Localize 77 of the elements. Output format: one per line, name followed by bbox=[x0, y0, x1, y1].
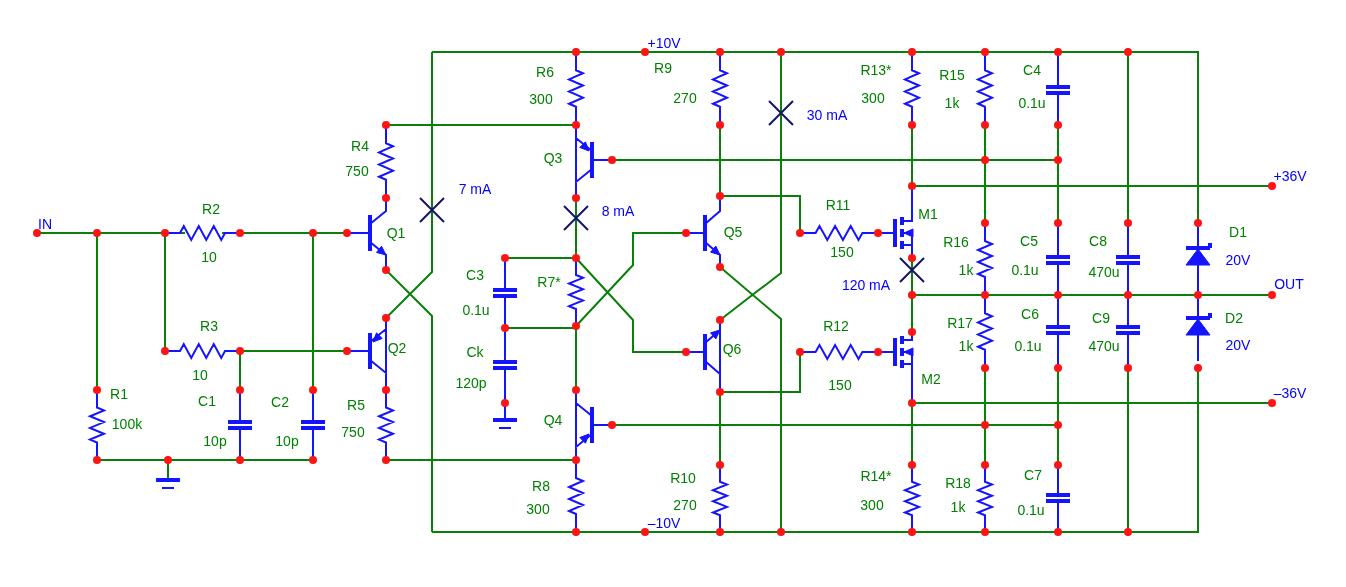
component-label: C3 bbox=[466, 268, 484, 282]
component-label: C1 bbox=[198, 394, 216, 408]
component-label: 470u bbox=[1088, 339, 1120, 353]
component-label: R11 bbox=[825, 198, 851, 212]
component-label: R1 bbox=[110, 387, 128, 401]
component-label: R5 bbox=[347, 398, 365, 412]
component-label: R6 bbox=[536, 65, 554, 79]
component-label: 8 mA bbox=[601, 204, 635, 218]
component-label: R3 bbox=[200, 319, 218, 333]
component-label: 30 mA bbox=[806, 108, 848, 122]
component-label: Q3 bbox=[543, 151, 563, 165]
component-label: M2 bbox=[921, 372, 941, 386]
component-label: 1k bbox=[958, 263, 974, 277]
component-label: R15 bbox=[939, 68, 965, 82]
component-label: 300 bbox=[860, 498, 884, 512]
component-label: 0.1u bbox=[1014, 339, 1042, 353]
component-label: IN bbox=[38, 217, 52, 231]
component-label: 300 bbox=[526, 502, 550, 516]
component-label: C5 bbox=[1020, 234, 1038, 248]
component-label: Q6 bbox=[722, 342, 742, 356]
component-label: –10V bbox=[647, 516, 681, 530]
component-label: R14* bbox=[860, 469, 892, 483]
component-label: 470u bbox=[1088, 265, 1120, 279]
component-label: Q2 bbox=[387, 341, 407, 355]
component-label: R9 bbox=[654, 61, 672, 75]
component-label: 750 bbox=[345, 164, 369, 178]
component-label: R7* bbox=[537, 275, 561, 289]
component-label: C2 bbox=[271, 395, 289, 409]
component-label: D1 bbox=[1229, 225, 1247, 239]
component-label: 270 bbox=[673, 498, 697, 512]
component-label: R16 bbox=[943, 235, 969, 249]
component-label: 750 bbox=[341, 425, 365, 439]
component-label: R13* bbox=[860, 63, 892, 77]
component-label: 10p bbox=[203, 434, 227, 448]
component-label: OUT bbox=[1274, 277, 1304, 291]
component-label: 10p bbox=[275, 434, 299, 448]
component-label: Ck bbox=[466, 345, 484, 359]
component-label: C8 bbox=[1089, 234, 1107, 248]
component-label: R4 bbox=[351, 139, 369, 153]
component-label: R12 bbox=[823, 319, 849, 333]
component-label: 120 mA bbox=[841, 278, 891, 292]
component-label: R10 bbox=[670, 471, 696, 485]
component-label: 20V bbox=[1225, 253, 1251, 267]
component-label: C4 bbox=[1023, 63, 1041, 77]
component-label: 1k bbox=[958, 339, 974, 353]
component-label: C6 bbox=[1021, 307, 1039, 321]
component-label: 0.1u bbox=[1017, 503, 1045, 517]
component-label: R8 bbox=[532, 479, 550, 493]
component-label: D2 bbox=[1225, 311, 1243, 325]
component-label: R18 bbox=[945, 476, 971, 490]
component-label: 10 bbox=[192, 368, 208, 382]
component-label: R17 bbox=[947, 316, 973, 330]
component-label: R2 bbox=[202, 202, 220, 216]
component-label: +36V bbox=[1273, 169, 1307, 183]
component-label: 100k bbox=[111, 417, 143, 431]
component-label: 7 mA bbox=[458, 182, 492, 196]
component-label: 0.1u bbox=[462, 303, 490, 317]
component-label: 150 bbox=[830, 245, 854, 259]
component-label: 0.1u bbox=[1018, 96, 1046, 110]
component-label: 300 bbox=[861, 91, 885, 105]
component-label: 270 bbox=[673, 91, 697, 105]
component-label: 300 bbox=[529, 92, 553, 106]
component-label: Q5 bbox=[723, 225, 743, 239]
component-label: M1 bbox=[918, 207, 938, 221]
component-label: C7 bbox=[1024, 468, 1042, 482]
component-label: 150 bbox=[828, 378, 852, 392]
component-label: +10V bbox=[647, 36, 681, 50]
component-label: C9 bbox=[1092, 311, 1110, 325]
component-label: Q1 bbox=[386, 226, 406, 240]
component-label: 10 bbox=[201, 250, 217, 264]
component-label: –36V bbox=[1273, 386, 1307, 400]
component-label: Q4 bbox=[543, 413, 563, 427]
component-label: 0.1u bbox=[1011, 263, 1039, 277]
component-label: 1k bbox=[950, 500, 966, 514]
component-label: 120p bbox=[455, 376, 487, 390]
component-label: 20V bbox=[1225, 338, 1251, 352]
component-label: 1k bbox=[944, 96, 960, 110]
